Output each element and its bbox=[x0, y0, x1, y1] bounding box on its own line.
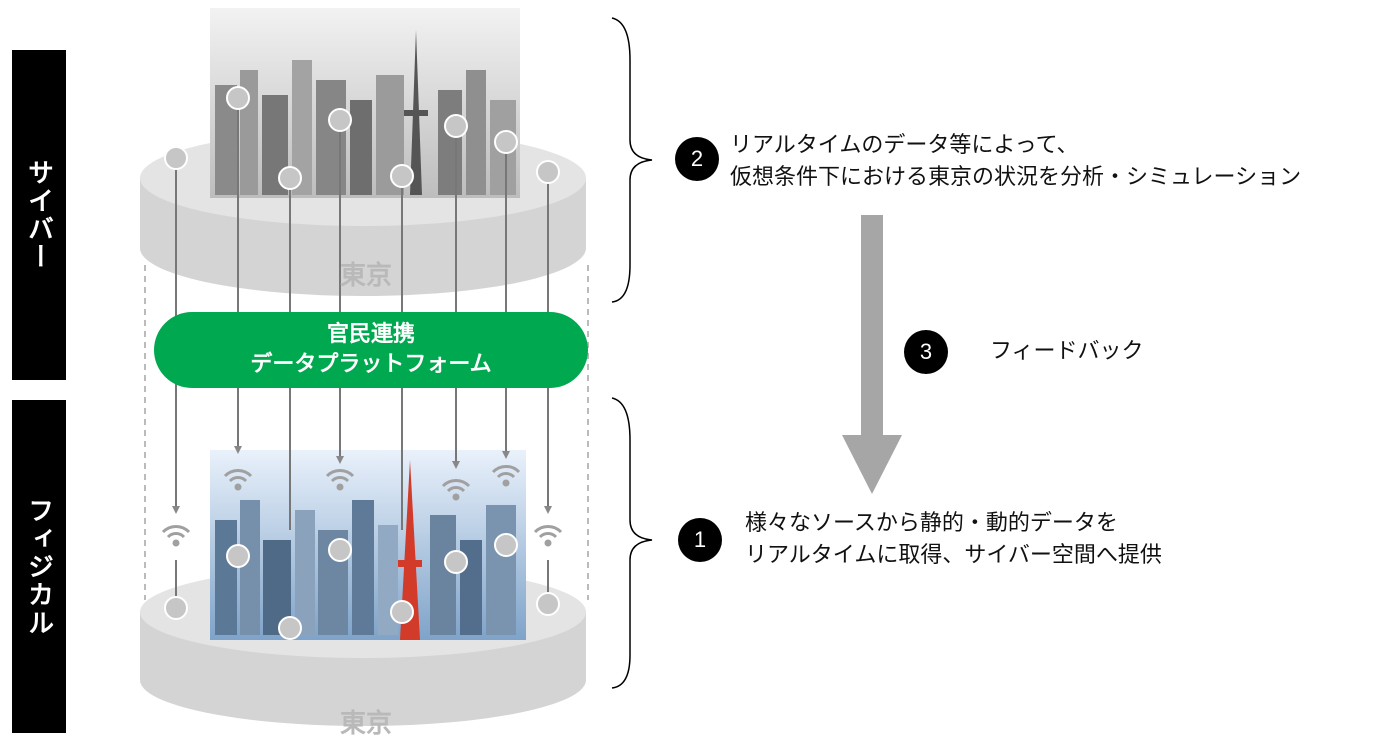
sensor-nodes bbox=[164, 86, 560, 640]
cyber-brace bbox=[611, 17, 653, 303]
step-2-line1: リアルタイムのデータ等によって、 bbox=[730, 133, 1079, 158]
tokyo-label-physical: 東京 bbox=[339, 709, 392, 739]
feedback-arrow bbox=[842, 215, 902, 494]
physical-label: フィジカル bbox=[12, 400, 66, 733]
tokyo-label-cyber: 東京 bbox=[339, 261, 392, 291]
step-1-line1: 様々なソースから静的・動的データを bbox=[745, 511, 1118, 536]
physical-city-image bbox=[210, 450, 526, 640]
step-2-badge: 2 bbox=[675, 137, 719, 181]
step-2-text: リアルタイムのデータ等によって、 仮想条件下における東京の状況を分析・シミュレー… bbox=[730, 130, 1301, 194]
step-3-text: フィードバック bbox=[990, 339, 1144, 364]
step-1-text: 様々なソースから静的・動的データを リアルタイムに取得、サイバー空間へ提供 bbox=[745, 508, 1162, 572]
data-platform-pill: 官民連携 データプラットフォーム bbox=[154, 312, 588, 388]
step-1-line2: リアルタイムに取得、サイバー空間へ提供 bbox=[745, 543, 1162, 568]
cyber-label: サイバー bbox=[12, 50, 66, 380]
platform-line1: 官民連携 bbox=[326, 322, 415, 347]
wifi-icons bbox=[161, 465, 563, 547]
step-3-badge: 3 bbox=[904, 330, 948, 374]
step-1-badge: 1 bbox=[678, 518, 722, 562]
cyber-city-image bbox=[210, 8, 520, 198]
step-2-line2: 仮想条件下における東京の状況を分析・シミュレーション bbox=[730, 165, 1302, 190]
platform-line2: データプラットフォーム bbox=[250, 352, 492, 377]
physical-brace bbox=[611, 397, 653, 689]
